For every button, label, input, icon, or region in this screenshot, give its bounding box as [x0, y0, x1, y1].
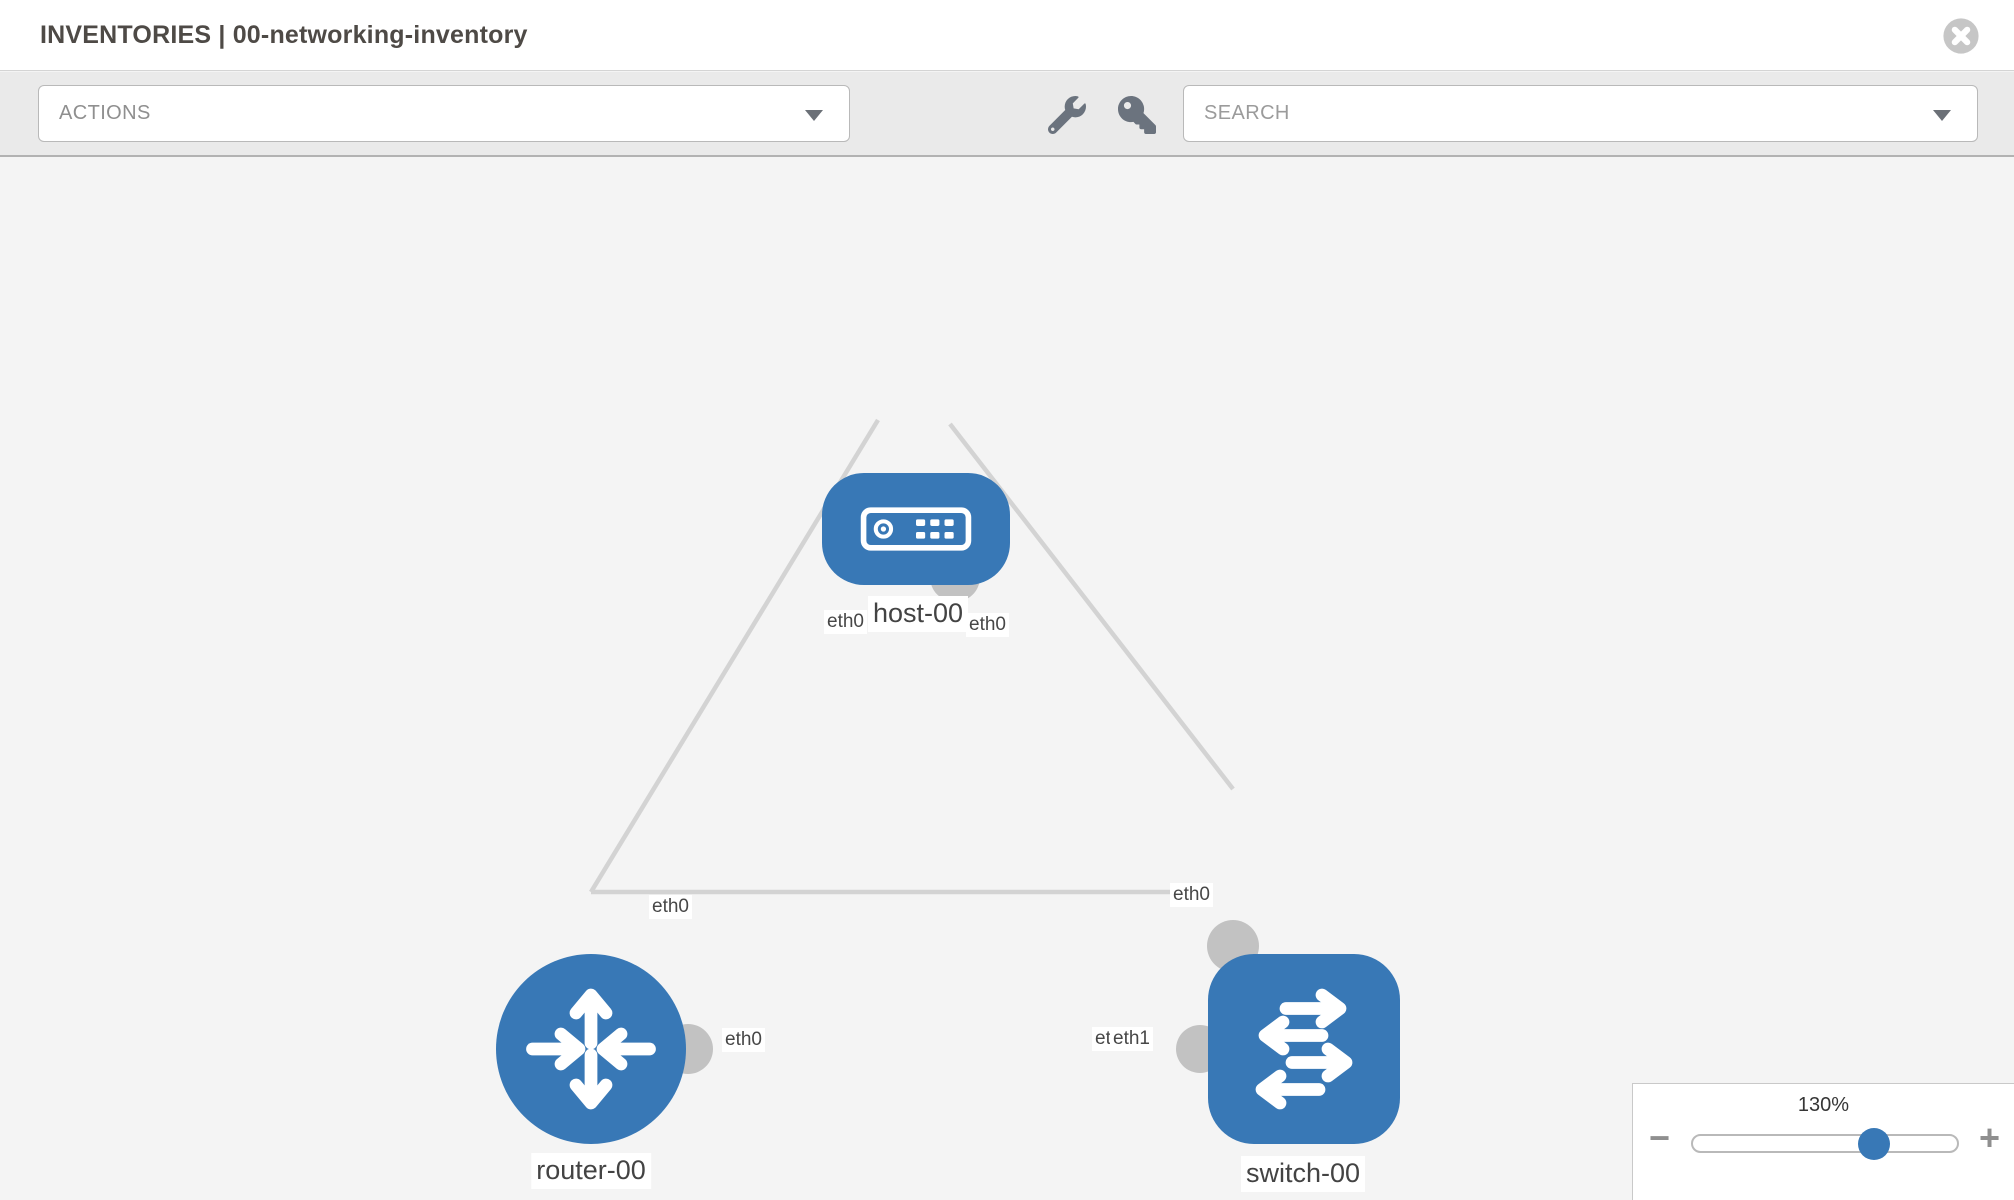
topology-canvas[interactable]: host-00 router-00 switch-00 eth0 eth0 et… — [0, 157, 2014, 1200]
actions-dropdown-label: ACTIONS — [59, 102, 151, 124]
zoom-in-button[interactable]: + — [1978, 1117, 2000, 1158]
close-icon — [1943, 18, 1979, 54]
actions-dropdown[interactable]: ACTIONS — [38, 85, 850, 142]
interface-label-host-eth0-left: eth0 — [824, 610, 867, 634]
interface-label-switch-eth1: eth1 — [1110, 1027, 1153, 1051]
node-label-host-00: host-00 — [867, 596, 969, 632]
key-icon — [1118, 96, 1156, 134]
credentials-button[interactable] — [1118, 96, 1156, 134]
close-button[interactable] — [1942, 17, 1980, 55]
topology-links-layer — [589, 418, 1235, 895]
switch-icon — [1255, 988, 1353, 1110]
node-switch-00[interactable] — [1208, 954, 1400, 1144]
zoom-out-button[interactable]: − — [1649, 1117, 1671, 1158]
toolbar: ACTIONS SEARCH — [0, 72, 2014, 157]
page-title: INVENTORIES | 00-networking-inventory — [40, 21, 528, 49]
chevron-down-icon — [805, 110, 823, 121]
interface-label-switch-eth0-top: eth0 — [1170, 883, 1213, 907]
zoom-slider-knob[interactable] — [1858, 1128, 1891, 1160]
zoom-slider[interactable] — [1691, 1134, 1959, 1153]
node-label-router-00: router-00 — [531, 1153, 651, 1189]
search-dropdown-placeholder: SEARCH — [1204, 102, 1290, 124]
node-router-00[interactable] — [496, 954, 686, 1144]
zoom-control-panel: 130% − + — [1632, 1083, 2014, 1200]
wrench-icon — [1047, 96, 1086, 135]
interface-label-router-eth0-top: eth0 — [649, 895, 692, 919]
router-icon — [526, 988, 656, 1110]
interface-label-router-eth0-right: eth0 — [722, 1028, 765, 1052]
header-bar: INVENTORIES | 00-networking-inventory — [0, 0, 2014, 71]
interface-label-host-eth0-right: eth0 — [966, 613, 1009, 637]
chevron-down-icon — [1933, 110, 1951, 121]
zoom-level-label: 130% — [1797, 1094, 1850, 1116]
configure-button[interactable] — [1047, 96, 1086, 135]
host-icon — [860, 507, 972, 551]
search-dropdown[interactable]: SEARCH — [1183, 85, 1978, 142]
node-label-switch-00: switch-00 — [1240, 1156, 1366, 1192]
link-host-switch[interactable] — [948, 422, 1235, 791]
node-host-00[interactable] — [822, 473, 1010, 585]
